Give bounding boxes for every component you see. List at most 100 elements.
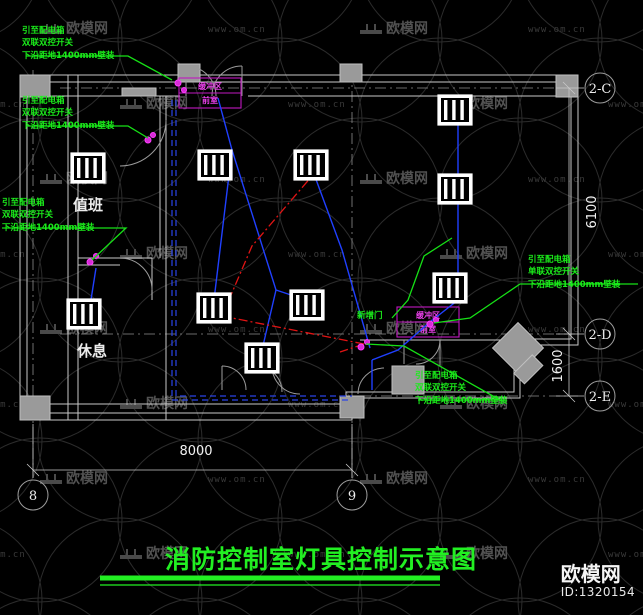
lamp-tube	[211, 298, 215, 318]
watermark-logo: 欧模网	[440, 545, 508, 562]
site-brand-stamp: 欧模网 ID:1320154	[560, 564, 635, 600]
watermark-arc	[0, 367, 43, 513]
sofa-icon	[360, 174, 382, 184]
watermark-logo: 欧模网	[360, 470, 428, 487]
lamp-tube	[312, 295, 316, 315]
note-top-left-line2: 双联双控开关	[22, 37, 74, 48]
watermark-cn-text: 欧模网	[146, 95, 188, 112]
watermark-cn-text: 欧模网	[386, 170, 428, 187]
watermark-url-text: www.om.cn	[528, 175, 586, 185]
grid-bubble-8: 8	[17, 479, 49, 511]
lamp-tube	[203, 298, 207, 318]
watermark-logo: 欧模网	[440, 245, 508, 262]
watermark-arc	[597, 446, 643, 594]
grid-bubble-2-C: 2-C	[584, 72, 616, 104]
lamp-tube	[73, 304, 77, 324]
sofa-icon	[40, 474, 62, 484]
watermark-arc	[207, 0, 353, 43]
watermark-arc	[37, 517, 203, 615]
watermark-arc	[437, 277, 603, 443]
lamp-tube	[220, 155, 224, 175]
dimension-value: 6100	[585, 195, 600, 228]
sofa-icon	[440, 549, 462, 559]
lamp-tube	[439, 278, 443, 298]
watermark-url-text: www.om.cn	[208, 175, 266, 185]
new-door-label: 新增门	[357, 310, 383, 321]
lamp-tube	[452, 100, 456, 120]
room-label-值班: 值班	[73, 196, 103, 214]
dimension-value: 8000	[179, 444, 212, 459]
lamp-tube	[452, 179, 456, 199]
note-mid-left-upper-line2: 双联双控开关	[22, 107, 74, 118]
brand-id: ID:1320154	[560, 585, 635, 599]
watermark-arc	[0, 0, 123, 123]
watermark-arc	[517, 357, 643, 523]
watermark-logo: 欧模网	[360, 170, 428, 187]
watermark-arc	[309, 597, 411, 615]
lamp-tube	[460, 100, 464, 120]
lamp-tube	[304, 295, 308, 315]
watermark-arc	[117, 117, 283, 283]
watermark-arc	[197, 357, 363, 523]
tilted-equipment	[491, 321, 545, 385]
watermark-url-text: www.om.cn	[0, 400, 26, 410]
watermark-logo: 欧模网	[120, 245, 188, 262]
watermark-url-text: www.om.cn	[288, 250, 346, 260]
watermark-arc	[0, 207, 43, 353]
watermark-arc	[117, 277, 283, 443]
buffer-zone-label-bottom: 前室	[420, 324, 436, 334]
watermark-arc	[277, 0, 443, 123]
lamp-tube	[316, 155, 320, 175]
luminaire-lamp-4	[293, 149, 329, 181]
luminaire-lamp-10	[432, 272, 468, 304]
watermark-arc	[149, 597, 251, 615]
watermark-arc	[437, 0, 603, 123]
watermark-cn-text: 欧模网	[466, 95, 508, 112]
watermark-arc	[0, 527, 43, 615]
note-right-line2: 单联双控开关	[528, 266, 580, 277]
watermark-url-text: www.om.cn	[528, 325, 586, 335]
note-bottom-right-line1: 引至配电箱	[415, 370, 458, 381]
lamp-tube	[85, 158, 89, 178]
grid-bubble-circle	[584, 318, 616, 350]
note-mid-left-lower-line1: 引至配电箱	[2, 197, 45, 208]
dimension-value: 1600	[551, 349, 566, 382]
watermark-arc	[0, 597, 91, 615]
luminaire-lamp-1	[70, 152, 106, 184]
watermark-arc	[0, 47, 43, 193]
watermark-arc	[597, 126, 643, 274]
buffer-zone-label-bottom: 前室	[202, 95, 218, 105]
watermark-arc	[197, 517, 363, 615]
watermark-url-text: www.om.cn	[0, 250, 26, 260]
lamp-tube	[300, 155, 304, 175]
luminaire-lamp-5	[196, 292, 232, 324]
watermark-url-text: www.om.cn	[608, 100, 643, 110]
luminaire-lamp-3	[197, 149, 233, 181]
annotation-notes: 引至配电箱双联双控开关下沿距地1400mm壁装引至配电箱双联双控开关下沿距地14…	[2, 25, 621, 406]
lamp-tube	[93, 158, 97, 178]
sofa-icon	[120, 399, 142, 409]
grid-bubble-9: 9	[336, 479, 368, 511]
sofa-icon	[120, 99, 142, 109]
buffer-zone-label-top: 缓冲区	[416, 310, 440, 320]
note-leaders	[2, 55, 638, 401]
note-top-left-line1: 引至配电箱	[22, 25, 65, 36]
sofa-icon	[120, 549, 142, 559]
watermark-cn-text: 欧模网	[466, 545, 508, 562]
luminaire-lamp-6	[289, 289, 325, 321]
grid-bubble-label: 2-C	[589, 82, 612, 97]
grid-bubble-circle	[17, 479, 49, 511]
watermark-url-text: www.om.cn	[528, 475, 586, 485]
watermark-arc	[437, 437, 603, 603]
luminaire-symbols	[66, 94, 473, 374]
lamp-tube	[212, 155, 216, 175]
watermark-url-text: www.om.cn	[528, 25, 586, 35]
